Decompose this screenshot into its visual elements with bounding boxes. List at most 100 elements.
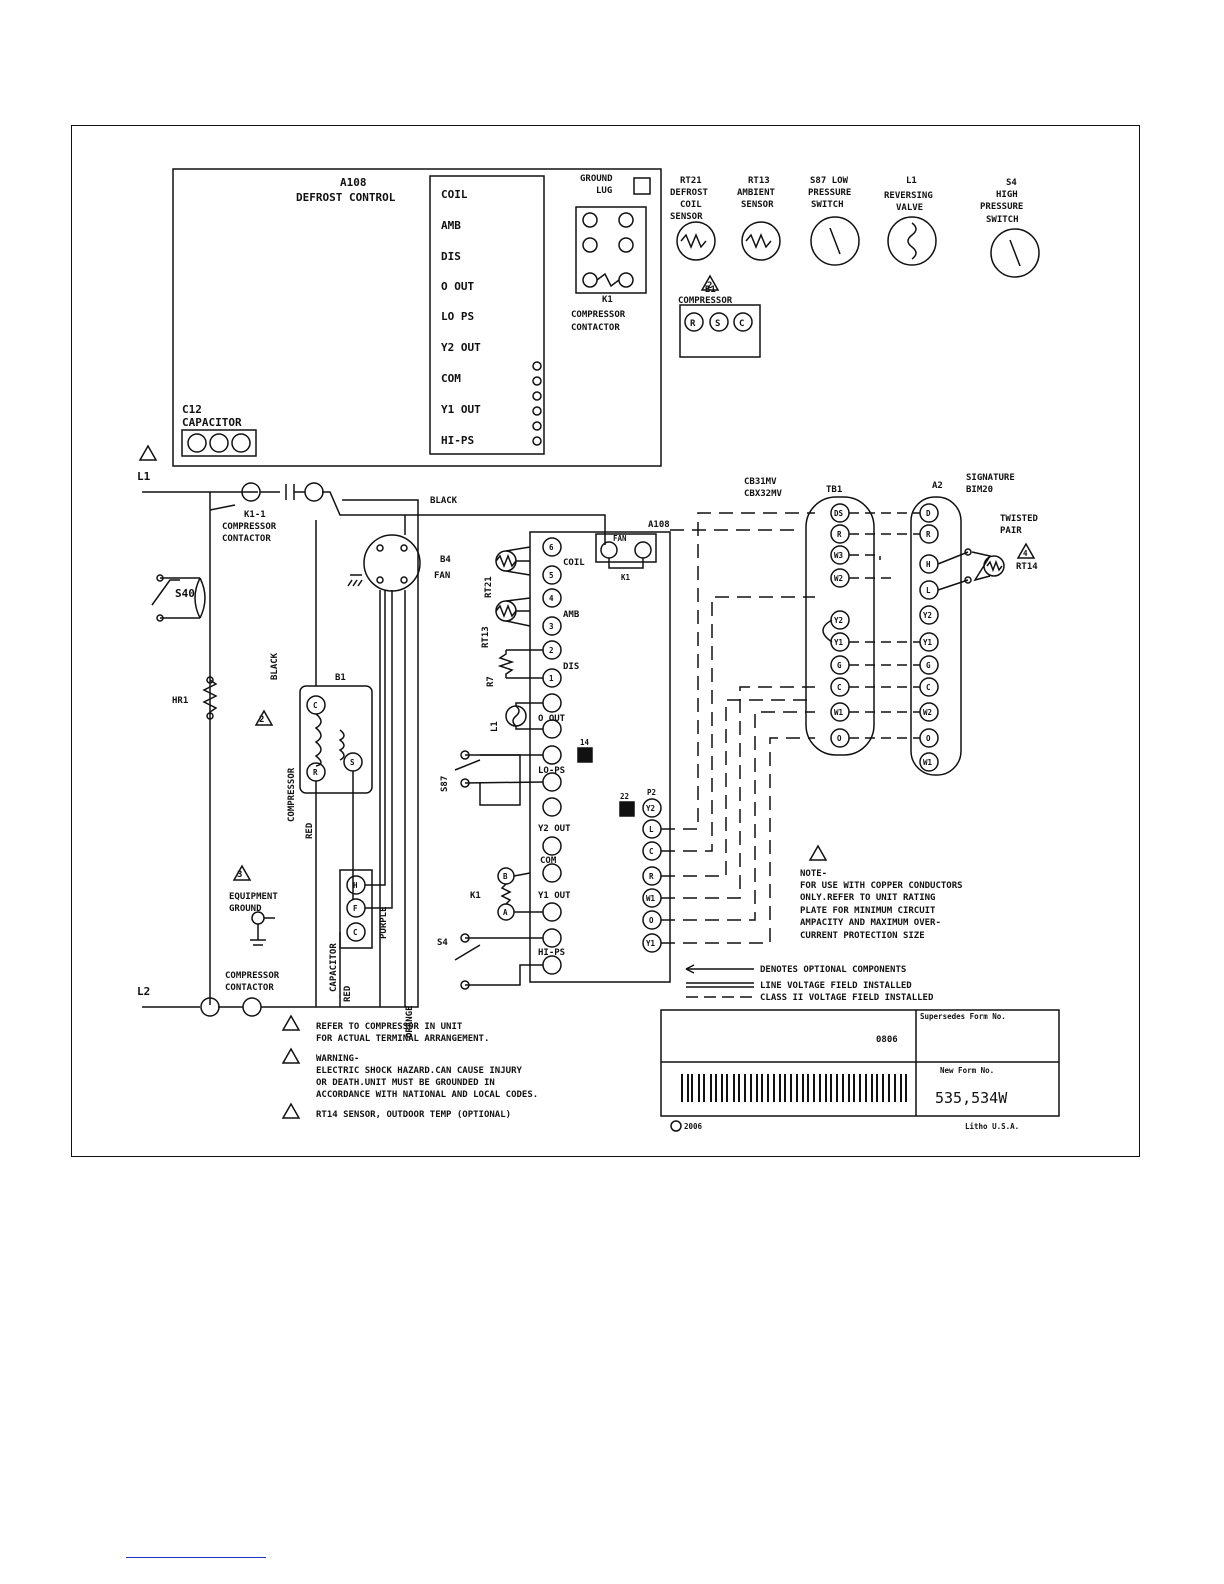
a2-y2: Y2 [923,611,932,620]
board-hi-ps: HI-PS [538,948,565,958]
legend-line-voltage: LINE VOLTAGE FIELD INSTALLED [760,981,912,991]
b4-fan-icon [363,534,421,592]
rt21-schem-label: RT21 [484,576,494,598]
a108-board-schematic [529,531,671,983]
pin-1: 1 [549,674,554,683]
a2-signature-block [910,496,962,776]
warn4-label: 4 [1023,549,1028,558]
b1-top-warn: 2 [707,281,712,291]
fan-terminal-box [595,533,657,563]
note-title: NOTE- [800,869,827,879]
defrost-control-board [429,175,545,455]
control-panel-box [172,168,662,467]
equip-ground-label: EQUIPMENT [229,892,278,902]
marker-14 [577,747,593,763]
a2-w2: W2 [923,708,932,717]
footnote-3-icon [281,1047,301,1064]
a2-g: G [926,661,931,670]
form-number: 535,534W [935,1089,1008,1107]
c12-label: C12 [182,403,202,416]
rt13-label-3: SENSOR [741,200,774,210]
l1-label-3: VALVE [896,203,923,213]
note-line-3: PLATE FOR MINIMUM CIRCUIT [800,906,936,916]
k1-1-label: K1-1 [244,510,266,520]
twisted-label: TWISTED [1000,514,1039,524]
marker-22-label: 22 [620,792,629,801]
c12-label-2: CAPACITOR [182,416,242,429]
ground-lug-icon [633,177,651,195]
s40-label: S40 [175,587,195,600]
a2-l: L [926,586,931,595]
term-amb: AMB [441,219,461,232]
compressor-vert-label: COMPRESSOR [287,767,297,822]
board-coil: COIL [563,558,585,568]
note-line-4: AMPACITY AND MAXIMUM OVER- [800,918,941,928]
legend-class-ii: CLASS II VOLTAGE FIELD INSTALLED [760,993,934,1003]
black-vert-label: BLACK [270,652,280,680]
tb1-y2: Y2 [834,616,843,625]
comp-contactor-label-2: CONTACTOR [225,983,274,993]
purple-vert-label: PURPLE [379,906,389,939]
tb1-y1: Y1 [834,638,844,647]
comp-pin-c: C [313,701,318,710]
tb1-o: O [837,734,842,743]
p2-r: R [649,872,654,881]
p2-o: O [649,916,654,925]
term-com: COM [441,372,461,385]
c12-capacitor-box [181,429,257,457]
pin-4: 4 [549,594,554,603]
p2-c: C [649,847,654,856]
cap-pin-c: C [353,928,358,937]
a108-schem-label: A108 [648,520,670,530]
legend-optional: DENOTES OPTIONAL COMPONENTS [760,965,906,975]
r7-label: R7 [486,676,496,687]
footnote-2-icon [281,1014,301,1031]
cbx32mv-label: CBX32MV [744,489,783,499]
l1-schem-label: L1 [490,721,500,732]
red-vert-label: RED [305,822,315,839]
tb1-c: C [837,683,842,692]
rt13-label-1: RT13 [748,176,770,186]
tb1-ds: DS [834,509,844,518]
warn2-label: 2 [259,715,264,725]
rt21-label-3: COIL [680,200,702,210]
litho-label: Litho U.S.A. [965,1122,1019,1131]
board-o-out: O OUT [538,714,566,724]
k1-contactor-box [575,206,647,294]
pin-3: 3 [549,622,554,631]
rt13-label-2: AMBIENT [737,188,776,198]
a2-y1: Y1 [923,638,933,647]
term-lo-ps: LO PS [441,310,474,323]
term-coil: COIL [441,188,468,201]
form-date: 0806 [876,1035,898,1045]
cap-pin-f: F [353,904,358,913]
tb1-w2: W2 [834,574,843,583]
marker-14-label: 14 [580,738,590,747]
rt13-thermistor-icon [741,221,781,261]
b1-top-s: S [715,319,720,329]
warning-2-icon [254,709,274,726]
b1-top-r: R [690,319,696,329]
b1-top-label: B1 [705,285,716,295]
p2-y2: Y2 [646,804,655,813]
s4-label-1: S4 [1006,178,1017,188]
p2-y1: Y1 [646,939,656,948]
tb1-r: R [837,530,842,539]
warn3-label: 3 [237,870,242,880]
equip-ground-label-2: GROUND [229,904,262,914]
k1-1-label-2: COMPRESSOR [222,522,277,532]
s87-label-1: S87 LOW [810,176,849,186]
new-form-label: New Form No. [940,1066,994,1075]
footnote3-line3: OR DEATH.UNIT MUST BE GROUNDED IN [316,1078,495,1088]
footer-rule [126,1557,266,1558]
fan-term-label: FAN [613,534,627,543]
s87-label-3: SWITCH [811,200,844,210]
comp-pin-s: S [350,758,355,767]
term-y2-out: Y2 OUT [441,341,481,354]
footnote3-line4: ACCORDANCE WITH NATIONAL AND LOCAL CODES… [316,1090,538,1100]
b1-compressor-box-schematic [299,685,373,794]
pin-b: B [503,872,508,881]
note-line-1: FOR USE WITH COPPER CONDUCTORS [800,881,963,891]
k1-1-label-3: CONTACTOR [222,534,271,544]
